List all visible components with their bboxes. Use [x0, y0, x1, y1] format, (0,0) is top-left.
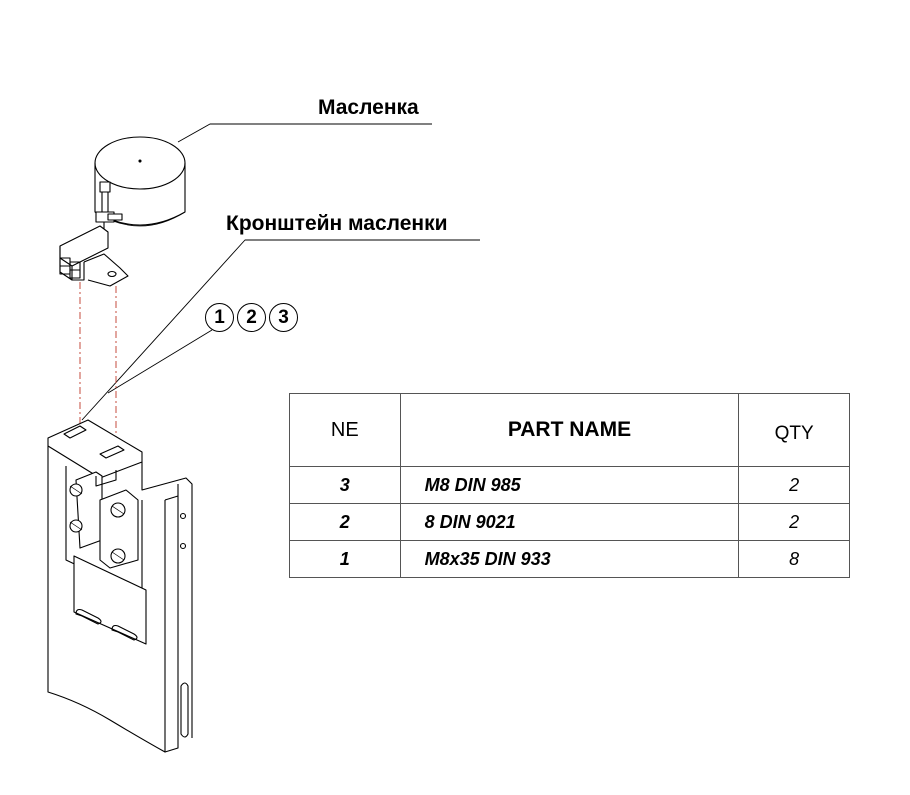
header-qty: QTY	[738, 393, 850, 467]
row-no: 1	[289, 540, 401, 578]
oiler-bracket	[59, 225, 129, 287]
bracket-callout-label: Кронштейн масленки	[226, 212, 448, 235]
mounting-post	[47, 419, 193, 753]
item-balloons: 1 2 3	[205, 303, 301, 332]
row-part-name: M8x35 DIN 933	[399, 540, 740, 578]
bracket-leader-line	[81, 239, 480, 421]
row-qty: 2	[738, 466, 850, 504]
oiler-callout-label: Масленка	[318, 96, 419, 119]
oiler-leader-line	[177, 123, 432, 143]
row-qty: 8	[738, 540, 850, 578]
header-no: NE	[289, 393, 401, 467]
balloon-item: 2	[237, 303, 266, 332]
parts-table: NE PART NAME QTY 3 M8 DIN 985 2 2 8 DIN …	[289, 393, 850, 578]
parts-table-header: NE PART NAME QTY	[289, 393, 850, 467]
balloon-leader-line	[107, 329, 213, 394]
row-no: 3	[289, 466, 401, 504]
balloon-item: 1	[205, 303, 234, 332]
table-row: 1 M8x35 DIN 933 8	[289, 540, 850, 578]
header-part-name: PART NAME	[399, 393, 740, 467]
oiler	[94, 136, 186, 238]
table-row: 2 8 DIN 9021 2	[289, 503, 850, 541]
table-row: 3 M8 DIN 985 2	[289, 466, 850, 504]
row-qty: 2	[738, 503, 850, 541]
row-part-name: M8 DIN 985	[399, 466, 740, 504]
row-no: 2	[289, 503, 401, 541]
balloon-item: 3	[269, 303, 298, 332]
row-part-name: 8 DIN 9021	[399, 503, 740, 541]
